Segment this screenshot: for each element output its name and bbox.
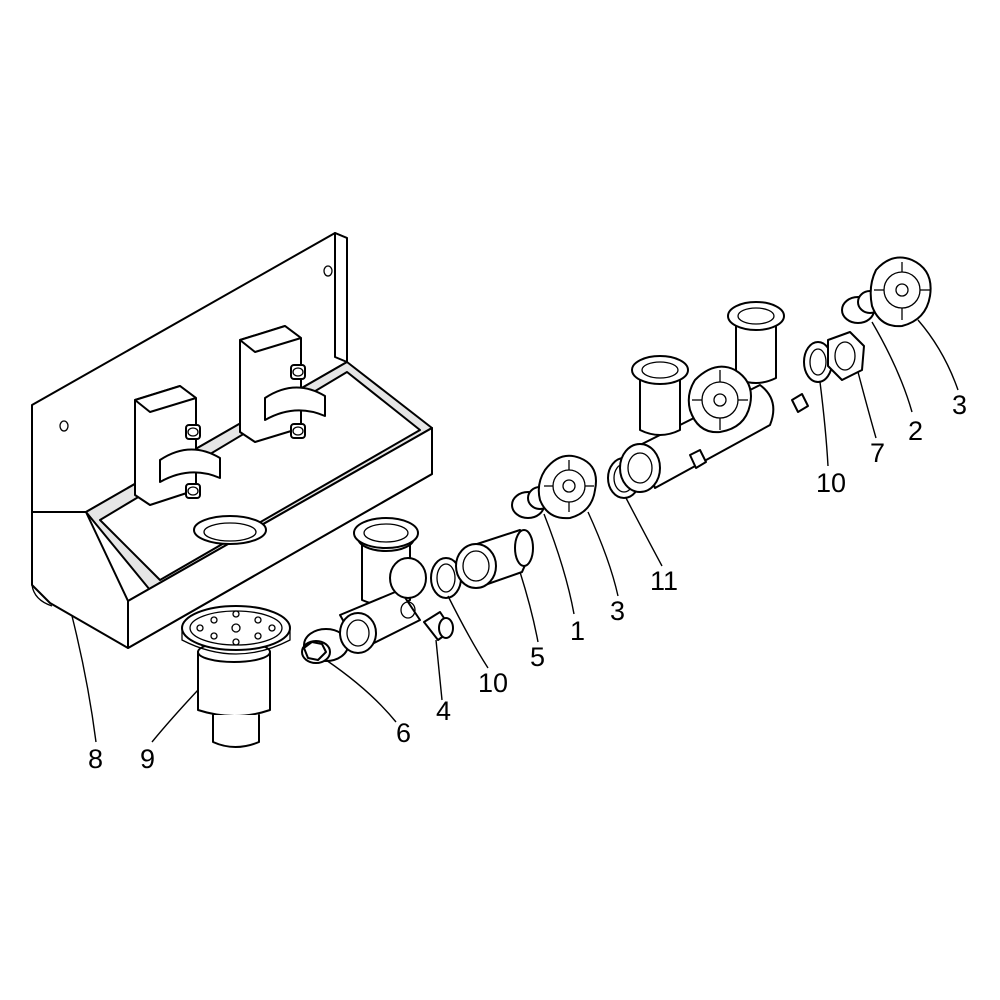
tee-body-left: [339, 517, 427, 654]
handwheel-right: [869, 256, 932, 328]
leader-lines: [71, 319, 959, 743]
union-connector: [455, 529, 534, 589]
handwheel-center: [687, 365, 752, 434]
callout-7: 7: [870, 438, 885, 468]
plug-fitting: [301, 628, 349, 664]
callout-4: 4: [436, 696, 451, 726]
callout-3-right: 3: [952, 390, 967, 420]
callout-10-left: 10: [478, 668, 508, 698]
elbow-fitting: [423, 611, 454, 641]
callout-11: 11: [650, 566, 678, 596]
pipe-bracket-right: [239, 325, 326, 443]
pipe-bracket-left: [134, 385, 221, 506]
callout-10-right: 10: [816, 468, 846, 498]
hex-nut: [827, 331, 865, 381]
callout-8: 8: [88, 744, 103, 774]
callout-2: 2: [908, 416, 923, 446]
drain-strainer: [181, 605, 291, 748]
callout-9: 9: [140, 744, 155, 774]
handwheel-left: [537, 454, 597, 520]
callout-5: 5: [530, 642, 545, 672]
callout-1: 1: [570, 616, 585, 646]
callout-3-left: 3: [610, 596, 625, 626]
callout-6: 6: [396, 718, 411, 748]
sink-trough: [31, 232, 433, 649]
callout-labels: 8 9 6 4 10 5 1 3 11 10 7 2 3: [88, 390, 967, 774]
